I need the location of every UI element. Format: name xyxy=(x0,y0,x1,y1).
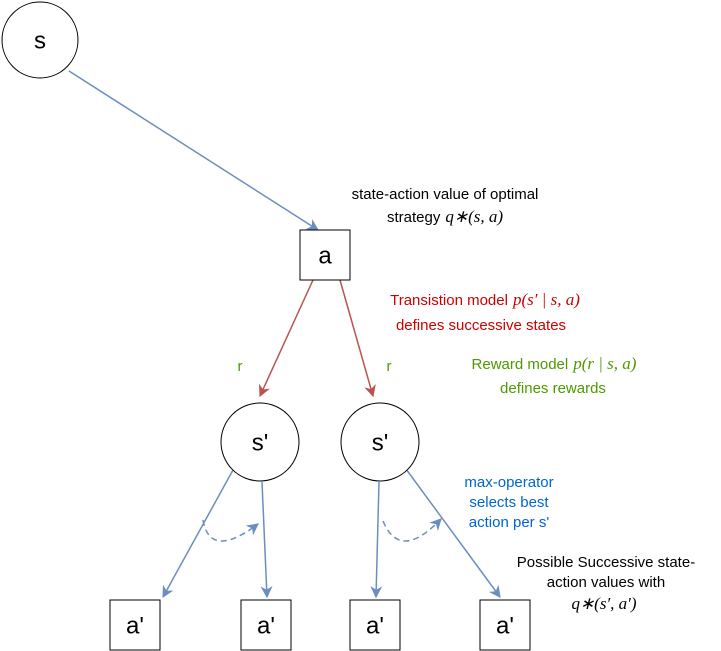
node-root-state-label: s xyxy=(34,28,46,55)
successors-math: q∗(s′, a′) xyxy=(571,594,636,613)
node-next-action-3: a' xyxy=(349,599,401,651)
node-next-action-1: a' xyxy=(109,599,161,651)
q-value-line2-text: strategy xyxy=(387,209,441,226)
max-operator-line1: max-operator xyxy=(464,474,553,491)
reward-line1-text: Reward model xyxy=(472,356,569,373)
reward-label-right: r xyxy=(387,358,392,375)
max-operator-line2: selects best xyxy=(469,494,549,511)
reward-math: p(r | s, a) xyxy=(572,354,637,373)
node-next-state-1-label: s' xyxy=(252,430,269,457)
node-next-state-1: s' xyxy=(220,402,300,482)
node-next-action-2: a' xyxy=(240,599,292,651)
reward-label-left: r xyxy=(238,358,243,375)
successors-annotation: Possible Successive state- action values… xyxy=(517,554,695,613)
node-next-action-4-label: a' xyxy=(496,613,514,640)
node-next-action-2-label: a' xyxy=(257,613,275,640)
transition-line2: defines successive states xyxy=(396,317,566,334)
node-next-action-1-label: a' xyxy=(126,613,144,640)
q-value-line1: state-action value of optimal xyxy=(352,186,539,203)
node-next-state-2-label: s' xyxy=(372,430,389,457)
edge-a-to-s-prime-2 xyxy=(339,279,376,398)
transition-line1-text: Transistion model xyxy=(390,292,508,309)
node-action: a xyxy=(299,229,351,281)
q-value-math: q∗(s, a) xyxy=(445,207,503,226)
max-operator-line3: action per s' xyxy=(469,514,550,531)
node-next-state-2: s' xyxy=(340,402,420,482)
reward-line2: defines rewards xyxy=(500,380,606,397)
max-operator-annotation: max-operator selects best action per s' xyxy=(464,474,553,531)
edge-a-to-s-prime-1 xyxy=(259,279,314,398)
edge-s1-to-a1 xyxy=(162,469,234,599)
successors-line2: action values with xyxy=(547,574,665,591)
edge-s2-to-a3 xyxy=(370,481,383,599)
max-arc-left xyxy=(202,519,259,542)
node-next-action-3-label: a' xyxy=(366,613,384,640)
node-next-action-4: a' xyxy=(479,599,531,651)
transition-math: p(s′ | s, a) xyxy=(512,290,580,309)
edge-s-to-a xyxy=(68,70,320,231)
edge-s1-to-a2 xyxy=(260,481,273,599)
edge-s2-to-a4 xyxy=(405,468,501,598)
max-arc-right xyxy=(382,518,442,542)
successors-line1: Possible Successive state- xyxy=(517,554,695,571)
node-action-label: a xyxy=(318,243,332,270)
node-root-state: s xyxy=(1,1,79,79)
